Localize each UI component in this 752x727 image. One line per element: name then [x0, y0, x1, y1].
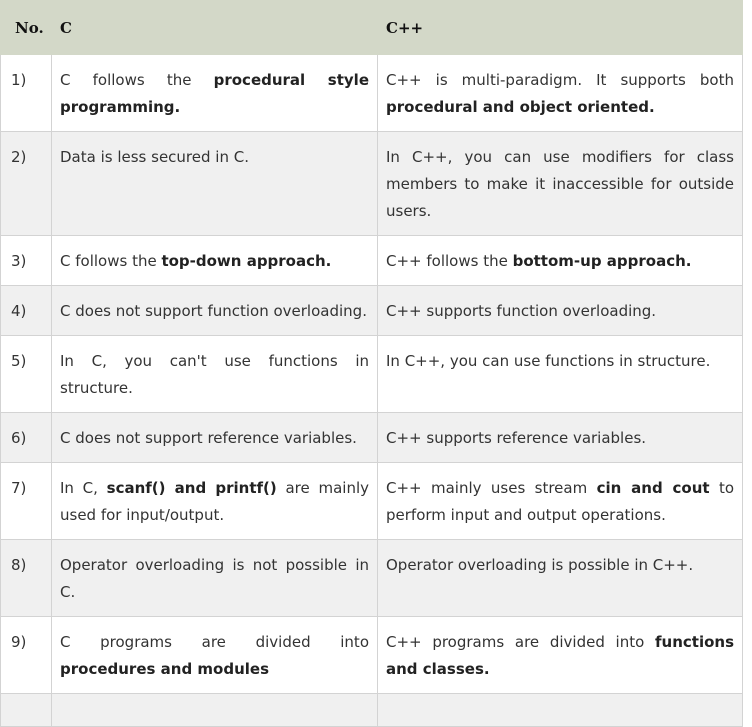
cell-text: are mainly used for input/output. — [60, 479, 369, 524]
c-cell: C does not support reference variables. — [51, 412, 378, 463]
c-cell: C follows the top-down approach. — [51, 235, 378, 286]
table-row: 5) In C, you can't use functions in stru… — [0, 335, 743, 413]
cell-text: C programs are divided into — [60, 633, 369, 651]
cell-text: C does not support reference variables. — [60, 429, 357, 447]
c-cell: C follows the procedural style programmi… — [51, 54, 378, 132]
cell-text: C does not support function overloading. — [60, 302, 367, 320]
header-no: No. — [0, 0, 52, 55]
cpp-cell: In C++, you can use modifiers for class … — [377, 131, 743, 236]
table-row — [0, 693, 743, 727]
c-cell: In C, you can't use functions in structu… — [51, 335, 378, 413]
row-number: 3) — [0, 235, 52, 286]
c-cell: Data is less secured in C. — [51, 131, 378, 236]
cell-text: C++ programs are divided into — [386, 633, 655, 651]
cell-text: In C, — [60, 479, 107, 497]
table-row: 7) In C, scanf() and printf() are mainly… — [0, 462, 743, 540]
row-number: 6) — [0, 412, 52, 463]
table-row: 8) Operator overloading is not possible … — [0, 539, 743, 617]
cell-bold-text: bottom-up approach. — [512, 252, 692, 270]
cpp-cell: C++ supports function overloading. — [377, 285, 743, 336]
cpp-cell: C++ supports reference variables. — [377, 412, 743, 463]
cpp-cell: C++ mainly uses stream cin and cout to p… — [377, 462, 743, 540]
header-c: C — [51, 0, 378, 55]
row-number: 1) — [0, 54, 52, 132]
cell-bold-text: procedures and modules — [60, 660, 269, 678]
table-row: 1) C follows the procedural style progra… — [0, 54, 743, 132]
cpp-cell — [377, 693, 743, 727]
cell-text: C++ supports reference variables. — [386, 429, 647, 447]
cpp-cell: C++ programs are divided into functions … — [377, 616, 743, 694]
c-cell: In C, scanf() and printf() are mainly us… — [51, 462, 378, 540]
row-number: 8) — [0, 539, 52, 617]
cell-text: Operator overloading is possible in C++. — [386, 556, 694, 574]
cell-text: C++ mainly uses stream — [386, 479, 597, 497]
c-cell: C programs are divided into procedures a… — [51, 616, 378, 694]
c-cell: C does not support function overloading. — [51, 285, 378, 336]
cell-text: Operator overloading is not possible in … — [60, 556, 369, 601]
cell-text: C follows the — [60, 71, 214, 89]
cell-text: to perform input and output operations. — [386, 479, 735, 524]
cpp-cell: C++ is multi-paradigm. It supports both … — [377, 54, 743, 132]
row-number: 4) — [0, 285, 52, 336]
cell-bold-text: scanf() and printf() — [106, 479, 277, 497]
cell-bold-text: top-down approach. — [161, 252, 332, 270]
cell-text: In C, you can't use functions in structu… — [60, 352, 369, 397]
cell-text: C follows the — [60, 252, 162, 270]
c-cell — [51, 693, 378, 727]
c-cell: Operator overloading is not possible in … — [51, 539, 378, 617]
header-row: No. C C++ — [0, 0, 743, 55]
row-number — [0, 693, 52, 727]
table-row: 6) C does not support reference variable… — [0, 412, 743, 463]
cell-text: C++ is multi-paradigm. It supports both — [386, 71, 734, 89]
cell-text: C++ follows the — [386, 252, 513, 270]
cpp-cell: C++ follows the bottom-up approach. — [377, 235, 743, 286]
cell-text: Data is less secured in C. — [60, 148, 249, 166]
cell-text: In C++, you can use modifiers for class … — [386, 148, 734, 220]
cpp-cell: In C++, you can use functions in structu… — [377, 335, 743, 413]
cpp-cell: Operator overloading is possible in C++. — [377, 539, 743, 617]
row-number: 5) — [0, 335, 52, 413]
header-cpp: C++ — [377, 0, 743, 55]
row-number: 7) — [0, 462, 52, 540]
table-row: 9) C programs are divided into procedure… — [0, 616, 743, 694]
row-number: 2) — [0, 131, 52, 236]
cell-text: C++ supports function overloading. — [386, 302, 657, 320]
table-row: 3) C follows the top-down approach. C++ … — [0, 235, 743, 286]
cell-bold-text: cin and cout — [596, 479, 710, 497]
cell-bold-text: procedural and object oriented. — [386, 98, 655, 116]
table-row: 4) C does not support function overloadi… — [0, 285, 743, 336]
cell-text: In C++, you can use functions in structu… — [386, 352, 711, 370]
table-row: 2) Data is less secured in C. In C++, yo… — [0, 131, 743, 236]
cell-bold-text: procedural style programming. — [60, 71, 369, 116]
row-number: 9) — [0, 616, 52, 694]
